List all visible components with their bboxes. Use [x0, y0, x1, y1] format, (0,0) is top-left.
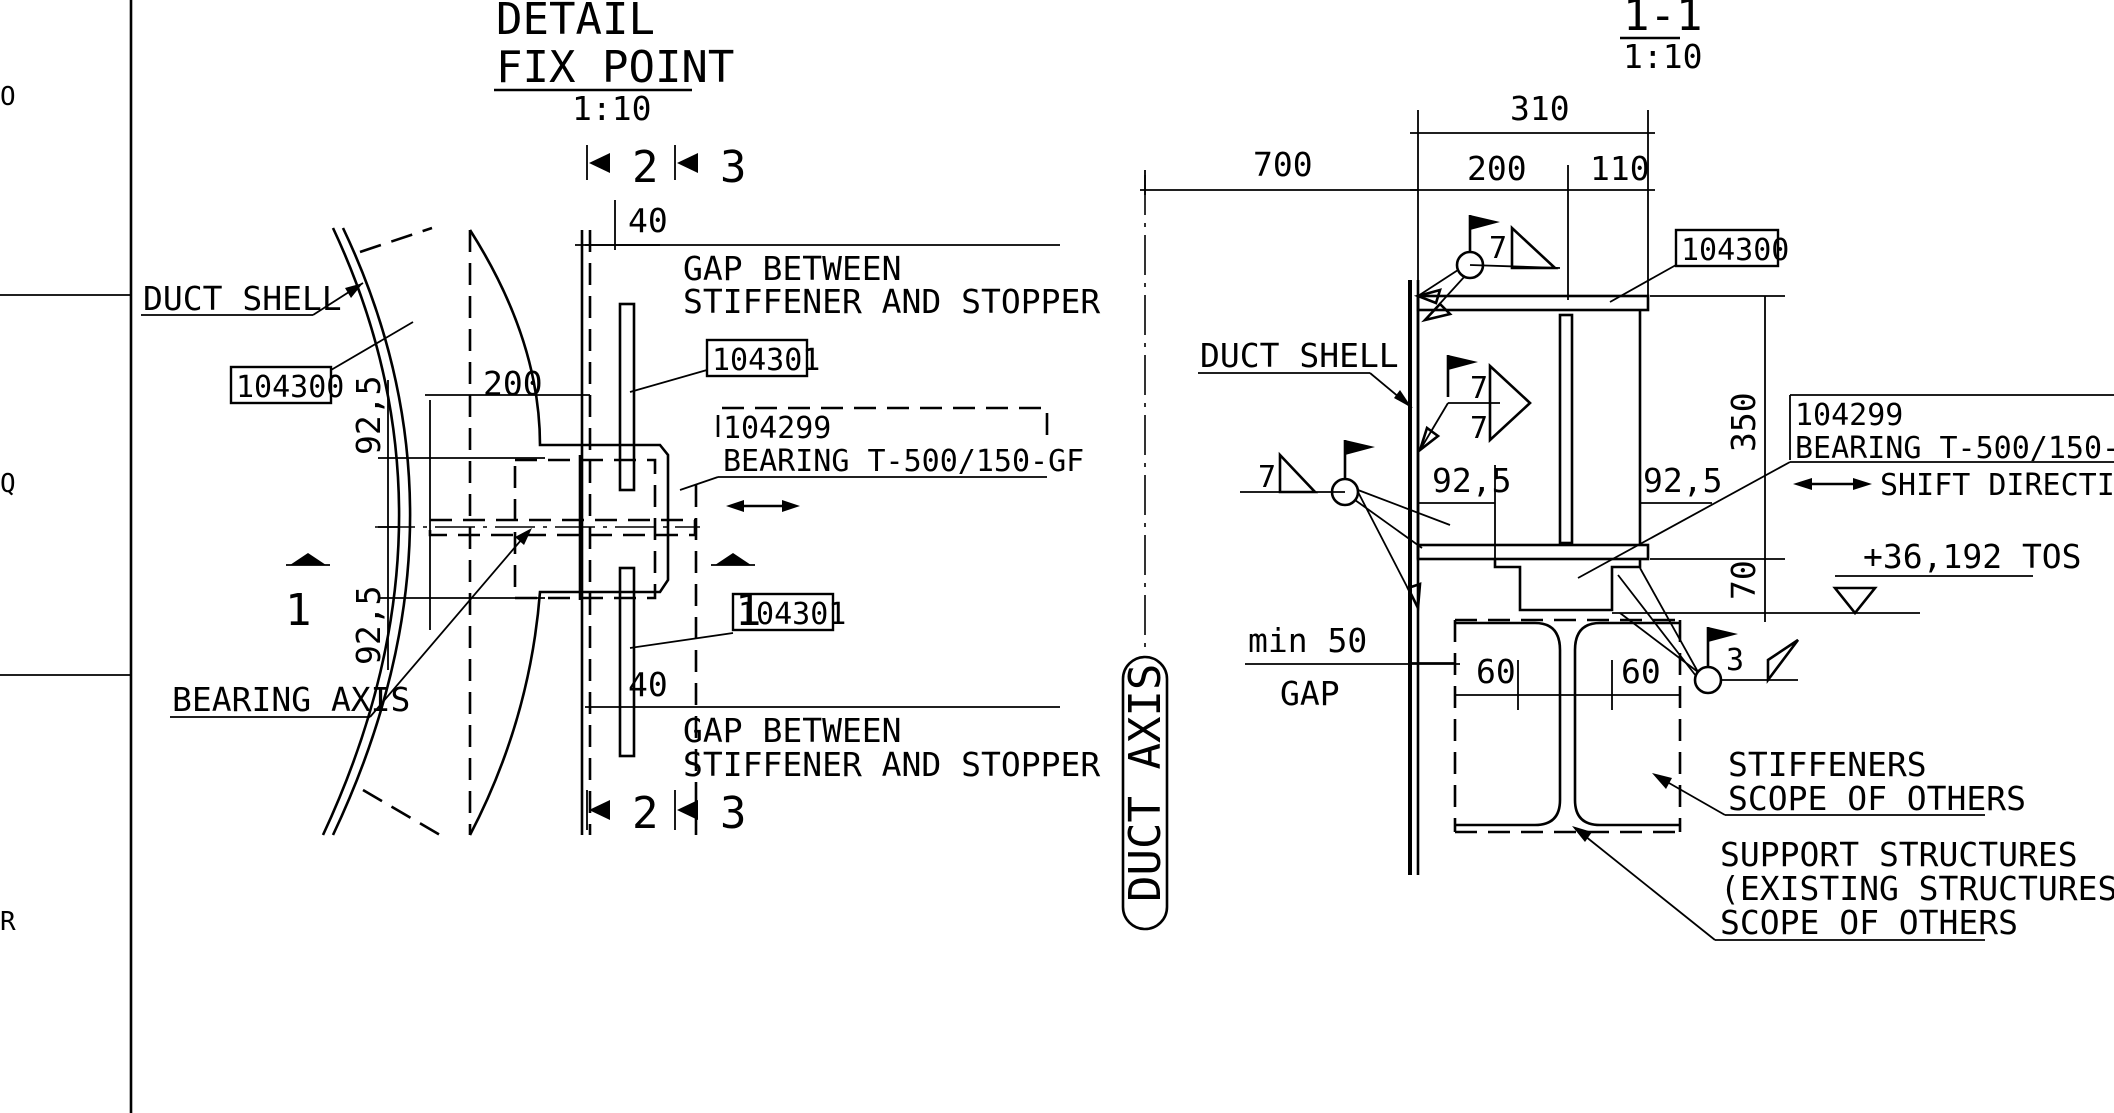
detail-dim-40-top: 40: [628, 201, 668, 240]
section-weld-7-stacked-top: 7: [1470, 371, 1488, 406]
duct-shell-inner-arc: [331, 227, 412, 836]
frame-letter-q: Q: [0, 469, 16, 499]
bearing-bottom-plate: [1416, 543, 1650, 561]
detail-gap-top-line1: GAP BETWEEN: [683, 249, 902, 288]
section-weld-7-stacked-bottom: 7: [1470, 411, 1488, 446]
detail-label-bearing-axis: BEARING AXIS: [172, 680, 410, 719]
section-stiffeners-line2: SCOPE OF OTHERS: [1728, 779, 2026, 818]
section-dim-200: 200: [1467, 149, 1527, 188]
duct-shell-outer-arc: [321, 227, 401, 836]
section-support-line2: (EXISTING STRUCTURES) - BE: [1720, 869, 2114, 908]
frame-letter-r: R: [0, 907, 16, 937]
drawing-frame-margin: O Q R: [0, 0, 133, 1113]
detail-dim-92-5-upper: 92,5: [349, 376, 388, 455]
detail-label-duct-shell: DUCT SHELL: [143, 279, 342, 318]
section-label-shift-direction: SHIFT DIRECTION: [1880, 468, 2114, 503]
detail-scale: 1:10: [572, 89, 651, 128]
detail-title-line2: FIX POINT: [496, 42, 734, 93]
section-dim-min50: min 50: [1248, 621, 1367, 660]
detail-tag-104301-top: 104301: [712, 343, 820, 378]
detail-section-ref-3-top: 3: [720, 142, 747, 193]
detail-dim-40-bottom: 40: [628, 665, 668, 704]
detail-gap-top-line2: STIFFENER AND STOPPER: [683, 282, 1100, 321]
section-tag-104300: 104300: [1681, 233, 1789, 268]
section-elevation: +36,192 TOS: [1863, 537, 2082, 576]
duct-axis: DUCT AXIS: [1120, 175, 1171, 931]
detail-section-ref-3-bottom: 3: [720, 788, 747, 839]
detail-label-bearing: BEARING T-500/150-GF: [723, 444, 1084, 479]
detail-gap-bottom-line1: GAP BETWEEN: [683, 711, 902, 750]
bearing-top-plate: [1416, 294, 1650, 312]
section-weld-7-top: 7: [1489, 231, 1507, 266]
detail-tag-104299: 104299: [723, 411, 831, 446]
section-support-line1: SUPPORT STRUCTURES: [1720, 835, 2078, 874]
section-title: 1-1: [1623, 0, 1702, 41]
section-dim-70: 70: [1724, 560, 1763, 600]
section-weld-7-left: 7: [1258, 460, 1276, 495]
section-weld-3: 3: [1726, 643, 1744, 678]
section-dim-110: 110: [1590, 149, 1650, 188]
section-tag-104299: 104299: [1795, 398, 1903, 433]
detail-section-mark-1-left: 1: [285, 585, 312, 636]
frame-letter-o: O: [0, 82, 16, 112]
detail-title-line1: DETAIL: [496, 0, 655, 45]
detail-dim-200: 200: [483, 364, 543, 403]
detail-gap-bottom-line2: STIFFENER AND STOPPER: [683, 745, 1100, 784]
detail-fix-point-view: DETAIL FIX POINT 1:10 2 3 2 3: [141, 0, 1100, 839]
stiffener-top: [618, 302, 636, 492]
section-dim-310: 310: [1510, 89, 1570, 128]
section-label-gap: GAP: [1280, 674, 1340, 713]
section-dim-350: 350: [1724, 392, 1763, 452]
section-label-duct-shell: DUCT SHELL: [1200, 336, 1399, 375]
section-stiffeners-line1: STIFFENERS: [1728, 745, 1927, 784]
support-i-beam: [1453, 618, 1682, 834]
bearing-outline: [513, 458, 657, 600]
section-1-1-view: 1-1 1:10 310 200 110 700: [1140, 0, 2114, 942]
detail-dim-92-5-lower: 92,5: [349, 586, 388, 665]
section-dim-92-5-left: 92,5: [1432, 461, 1511, 500]
section-dim-700: 700: [1253, 145, 1313, 184]
section-scale: 1:10: [1623, 37, 1702, 76]
detail-tag-104300: 104300: [236, 370, 344, 405]
section-dim-60-left: 60: [1476, 652, 1516, 691]
detail-section-ref-2-bottom: 2: [632, 788, 659, 839]
stopper-plate: [468, 229, 670, 836]
section-label-bearing: BEARING T-500/150-GF: [1795, 431, 2114, 466]
section-dim-60-right: 60: [1621, 652, 1661, 691]
section-dim-92-5-right: 92,5: [1643, 461, 1722, 500]
stiffener-bottom: [618, 566, 636, 758]
section-support-line3: SCOPE OF OTHERS: [1720, 903, 2018, 942]
detail-section-ref-2-top: 2: [632, 142, 659, 193]
duct-axis-label: DUCT AXIS: [1120, 664, 1171, 902]
detail-tag-104301-bottom: 104301: [738, 597, 846, 632]
